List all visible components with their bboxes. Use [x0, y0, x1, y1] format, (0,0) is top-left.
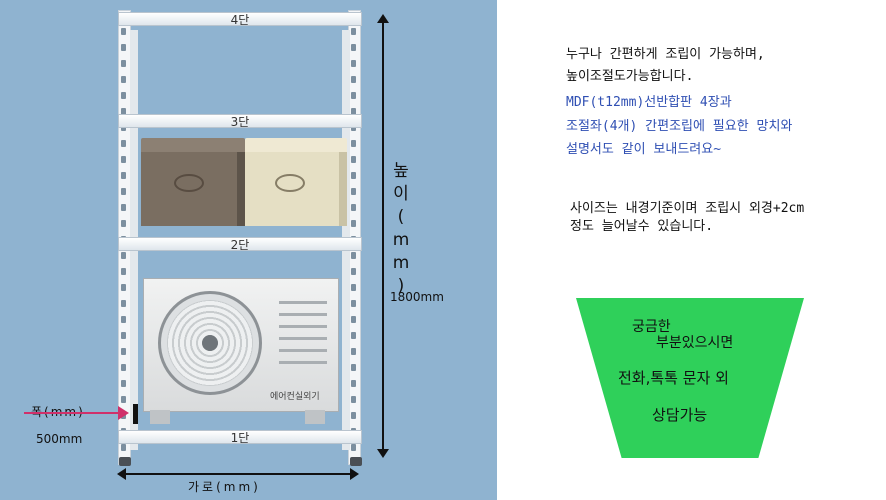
description-line-2: 높이조절도가능합니다. [566, 69, 694, 84]
post-hole [351, 140, 356, 147]
shelf-board-2: 2단 [118, 237, 362, 252]
post-hole [351, 268, 356, 275]
height-value: 1800mm [390, 290, 444, 304]
height-label-char: m [392, 253, 410, 273]
shelf-label-4: 4단 [230, 13, 250, 27]
contact-line-1: 궁금한 [632, 319, 671, 335]
shelf-board-3: 3단 [118, 114, 362, 129]
post-hole [121, 220, 126, 227]
post-hole [351, 28, 356, 35]
arrow-right-icon [118, 406, 129, 420]
arrow-left-icon [117, 468, 126, 480]
post-hole [351, 76, 356, 83]
depth-value: 500mm [36, 432, 83, 446]
post-hole [351, 108, 356, 115]
post-hole [121, 76, 126, 83]
contact-line-3: 전화,톡톡 문자 외 [618, 369, 729, 387]
post-hole [351, 332, 356, 339]
post-hole [121, 188, 126, 195]
post-hole [351, 188, 356, 195]
post-hole [351, 156, 356, 163]
arrow-up-icon [377, 14, 389, 23]
post-hole [351, 348, 356, 355]
post-hole [351, 396, 356, 403]
post-hole [121, 380, 126, 387]
post-hole [351, 284, 356, 291]
post-hole [351, 252, 356, 259]
post-hole [121, 332, 126, 339]
shelf-label-3: 3단 [230, 115, 250, 129]
post-hole [121, 92, 126, 99]
post-hole [351, 380, 356, 387]
shelf-board-4: 4단 [118, 12, 362, 27]
depth-pointer-line [24, 412, 122, 414]
post-hole [351, 364, 356, 371]
description-line-5: 설명서도 같이 보내드려요~ [566, 142, 722, 157]
post-hole [121, 316, 126, 323]
post-hole [351, 44, 356, 51]
post-hole [351, 92, 356, 99]
post-hole [121, 140, 126, 147]
arrow-down-icon [377, 449, 389, 458]
post-hole [121, 348, 126, 355]
unit-foot [305, 410, 325, 424]
width-dimension-line [124, 473, 352, 475]
contact-line-2: 부분있으시면 [656, 335, 734, 351]
unit-foot [150, 410, 170, 424]
post-hole [351, 220, 356, 227]
post-hole [121, 28, 126, 35]
height-label-char: ) [397, 276, 405, 296]
shelf-label-1: 1단 [230, 431, 250, 445]
leveling-foot [350, 457, 362, 466]
depth-marker [133, 404, 138, 424]
height-label-char: 높 [393, 161, 409, 181]
post-hole [121, 156, 126, 163]
width-label: 가로(mm) [188, 480, 261, 494]
post-hole [351, 60, 356, 67]
description-line-1: 누구나 간편하게 조립이 가능하며, [566, 47, 765, 62]
description-line-3: MDF(t12mm)선반합판 4장과 [566, 95, 732, 110]
post-hole [121, 204, 126, 211]
height-label-char: ( [397, 207, 405, 227]
post-hole [121, 60, 126, 67]
post-hole [121, 300, 126, 307]
post-hole [121, 444, 126, 451]
post-hole [351, 300, 356, 307]
product-image-panel: 4단 3단 2단 1단 에어컨실외기 [0, 0, 497, 500]
post-hole [121, 396, 126, 403]
size-note-line-1: 사이즈는 내경기준이며 조립시 외경+2cm [570, 201, 805, 216]
storage-box-light [245, 138, 347, 226]
post-hole [351, 316, 356, 323]
description-line-4: 조절좌(4개) 간편조립에 필요한 망치와 [566, 119, 793, 134]
fan-icon [158, 291, 262, 395]
post-hole [351, 444, 356, 451]
post-hole [121, 284, 126, 291]
height-dimension-line [382, 18, 384, 454]
height-label-char: m [392, 230, 410, 250]
shelf-board-1: 1단 [118, 430, 362, 445]
size-note-line-2: 정도 늘어날수 있습니다. [570, 219, 714, 234]
height-label-char: 이 [393, 184, 409, 204]
post-hole [121, 252, 126, 259]
post-hole [121, 44, 126, 51]
post-hole [121, 108, 126, 115]
post-hole [351, 412, 356, 419]
post-hole [351, 172, 356, 179]
leveling-foot [119, 457, 131, 466]
ac-outdoor-unit: 에어컨실외기 [143, 278, 339, 412]
box-handle-icon [174, 174, 204, 192]
contact-line-4: 상담가능 [652, 406, 708, 424]
post-hole [121, 172, 126, 179]
post-hole [121, 268, 126, 275]
post-hole [121, 364, 126, 371]
shelf-label-2: 2단 [230, 238, 250, 252]
storage-box-dark [141, 138, 245, 226]
post-hole [351, 204, 356, 211]
unit-label: 에어컨실외기 [270, 392, 320, 402]
arrow-right-icon [350, 468, 359, 480]
box-handle-icon [275, 174, 305, 192]
